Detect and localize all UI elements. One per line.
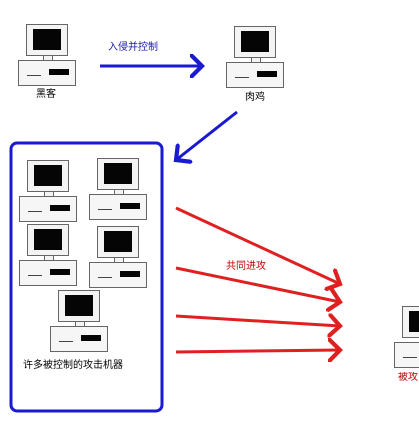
zombie-label: 肉鸡 bbox=[245, 92, 265, 103]
intrude-control-label: 入侵并控制 bbox=[108, 42, 158, 53]
botnet-computer-icon bbox=[89, 158, 149, 220]
victim-label: 被攻 bbox=[398, 372, 418, 383]
attack-arrow-2 bbox=[175, 266, 340, 302]
botnet-label: 许多被控制的攻击机器 bbox=[23, 360, 123, 371]
botnet-computer-icon bbox=[50, 290, 110, 352]
attack-arrow-4 bbox=[175, 350, 340, 352]
botnet-computer-icon bbox=[19, 160, 79, 222]
arrow-zombie-to-botnet bbox=[176, 110, 238, 160]
zombie-computer-icon bbox=[226, 26, 286, 88]
botnet-group-border bbox=[9, 141, 164, 413]
joint-attack-label: 共同进攻 bbox=[226, 261, 266, 272]
hacker-label: 黑客 bbox=[36, 89, 56, 100]
botnet-computer-icon bbox=[89, 226, 149, 288]
hacker-computer-icon bbox=[18, 24, 78, 86]
attack-arrow-3 bbox=[175, 316, 340, 326]
victim-computer-icon bbox=[394, 306, 419, 368]
botnet-computer-icon bbox=[19, 224, 79, 286]
attack-arrow-1 bbox=[175, 206, 340, 284]
